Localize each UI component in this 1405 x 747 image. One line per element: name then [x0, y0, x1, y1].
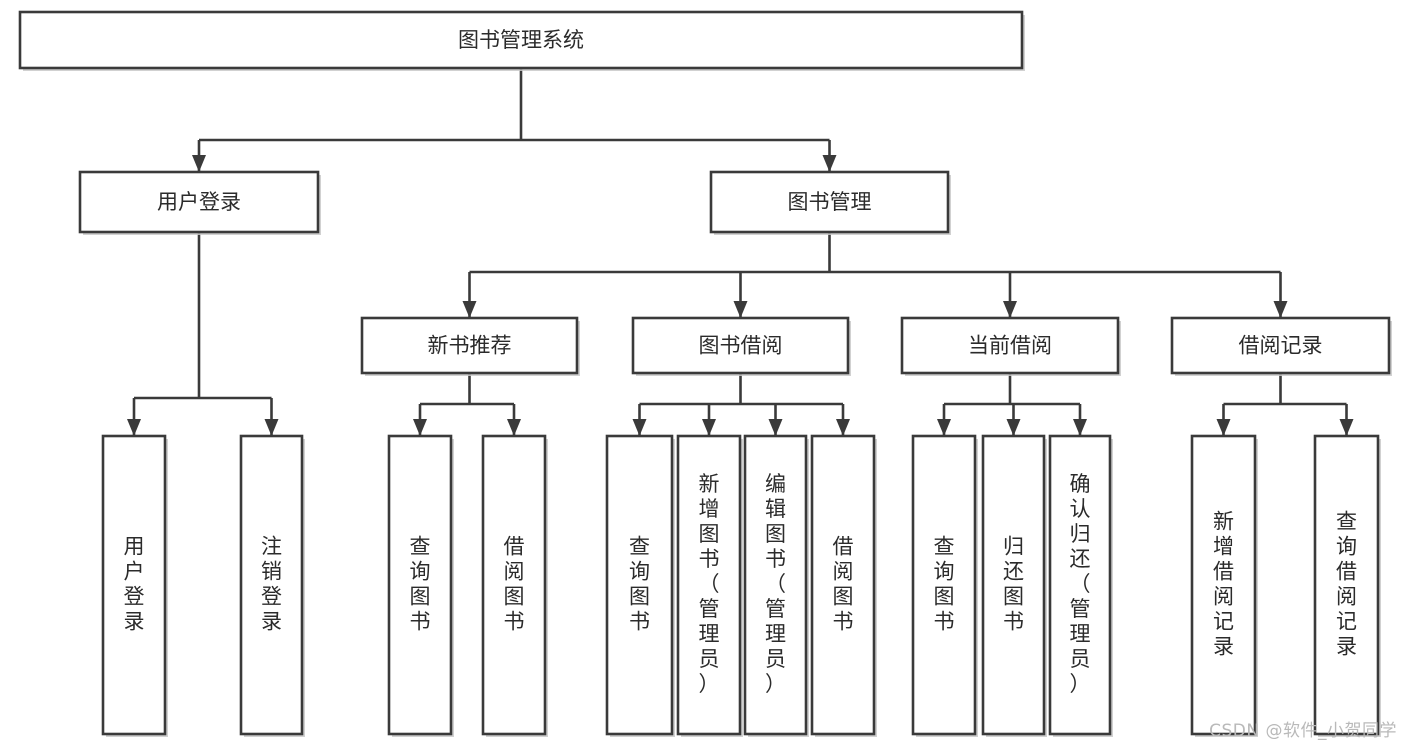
arrow-head-icon: [462, 301, 477, 318]
node-layer: 图书管理系统用户登录图书管理新书推荐图书借阅当前借阅借阅记录用户登录注销登录查询…: [18, 10, 1392, 737]
node-box[interactable]: [911, 434, 977, 736]
node-box[interactable]: [981, 434, 1046, 736]
node-user-login[interactable]: 用户登录: [78, 170, 321, 235]
arrow-head-icon: [192, 155, 206, 172]
node-leaf-query-book-2[interactable]: 查询图书: [605, 434, 675, 737]
arrow-head-icon: [937, 419, 951, 436]
connector-layer: [127, 68, 1354, 436]
connector-group-user-login: [127, 232, 279, 436]
node-book-manage[interactable]: 图书管理: [709, 170, 951, 235]
node-box[interactable]: [1170, 316, 1391, 375]
node-box[interactable]: [1048, 434, 1112, 736]
node-label: 查询图书: [629, 535, 650, 634]
node-leaf-return-book[interactable]: 归还图书: [981, 434, 1047, 737]
node-label: 借阅图书: [833, 535, 854, 634]
node-root[interactable]: 图书管理系统: [18, 10, 1025, 71]
node-label: 借阅记录: [1239, 334, 1323, 358]
arrow-head-icon: [1003, 301, 1017, 318]
arrow-head-icon: [507, 419, 521, 436]
node-label: 图书管理系统: [458, 28, 584, 52]
node-leaf-add-book[interactable]: 新增图书（管理员）: [676, 434, 743, 737]
node-label: 用户登录: [124, 535, 145, 634]
node-box[interactable]: [239, 434, 304, 736]
node-current-borrow[interactable]: 当前借阅: [900, 316, 1121, 376]
node-box[interactable]: [101, 434, 167, 736]
node-label: 注销登录: [261, 535, 282, 634]
connector-group-current-borrow: [937, 373, 1087, 436]
arrow-head-icon: [1006, 419, 1021, 436]
arrow-head-icon: [768, 419, 783, 436]
node-leaf-edit-book[interactable]: 编辑图书（管理员）: [743, 434, 809, 737]
node-label: 查询图书: [934, 535, 955, 634]
node-label: 图书借阅: [699, 334, 783, 358]
node-box[interactable]: [1313, 434, 1380, 736]
arrow-head-icon: [264, 419, 279, 436]
arrow-head-icon: [1073, 419, 1087, 436]
node-label: 新增图书（管理员）: [699, 472, 720, 696]
arrow-head-icon: [632, 419, 647, 436]
node-leaf-add-record[interactable]: 新增借阅记录: [1190, 434, 1258, 737]
arrow-head-icon: [1273, 301, 1288, 318]
arrow-head-icon: [1339, 419, 1354, 436]
node-label: 当前借阅: [968, 334, 1052, 358]
arrow-head-icon: [822, 155, 837, 172]
node-leaf-borrow-book-2[interactable]: 借阅图书: [810, 434, 877, 737]
node-box[interactable]: [605, 434, 674, 736]
arrow-head-icon: [127, 419, 141, 436]
connector-group-root: [192, 68, 837, 172]
node-leaf-borrow-book-1[interactable]: 借阅图书: [481, 434, 548, 737]
node-leaf-confirm-return[interactable]: 确认归还（管理员）: [1048, 434, 1113, 737]
node-box[interactable]: [743, 434, 808, 736]
connector-group-borrow-record: [1216, 373, 1354, 436]
node-box[interactable]: [1190, 434, 1257, 736]
node-label: 确认归还（管理员）: [1070, 472, 1091, 696]
arrow-head-icon: [1216, 419, 1231, 436]
node-box[interactable]: [631, 316, 850, 375]
node-box[interactable]: [810, 434, 876, 736]
node-box[interactable]: [900, 316, 1120, 375]
node-label: 归还图书: [1003, 535, 1024, 634]
node-box[interactable]: [387, 434, 453, 736]
node-box[interactable]: [18, 10, 1024, 70]
node-leaf-query-book-3[interactable]: 查询图书: [911, 434, 978, 737]
arrow-head-icon: [836, 419, 850, 436]
connector-group-new-book-recommend: [413, 373, 521, 436]
node-box[interactable]: [676, 434, 742, 736]
arrow-head-icon: [413, 419, 427, 436]
node-new-book-recommend[interactable]: 新书推荐: [360, 316, 580, 376]
node-label: 编辑图书（管理员）: [765, 472, 786, 696]
node-box[interactable]: [78, 170, 320, 234]
arrow-head-icon: [733, 301, 748, 318]
node-label: 借阅图书: [504, 535, 525, 634]
arrow-head-icon: [702, 419, 716, 436]
node-box[interactable]: [709, 170, 950, 234]
node-label: 新增借阅记录: [1213, 510, 1234, 659]
node-box[interactable]: [481, 434, 547, 736]
node-box[interactable]: [360, 316, 579, 375]
connector-group-book-manage: [462, 232, 1288, 318]
node-label: 查询借阅记录: [1336, 510, 1357, 659]
node-leaf-logout[interactable]: 注销登录: [239, 434, 305, 737]
node-book-borrow[interactable]: 图书借阅: [631, 316, 851, 376]
node-label: 新书推荐: [428, 334, 512, 358]
node-borrow-record[interactable]: 借阅记录: [1170, 316, 1392, 376]
connector-group-book-borrow: [632, 373, 850, 436]
node-leaf-query-record[interactable]: 查询借阅记录: [1313, 434, 1381, 737]
node-label: 查询图书: [410, 535, 431, 634]
node-leaf-user-login[interactable]: 用户登录: [101, 434, 168, 737]
node-leaf-query-book-1[interactable]: 查询图书: [387, 434, 454, 737]
node-label: 用户登录: [157, 190, 241, 214]
node-label: 图书管理: [788, 190, 872, 214]
